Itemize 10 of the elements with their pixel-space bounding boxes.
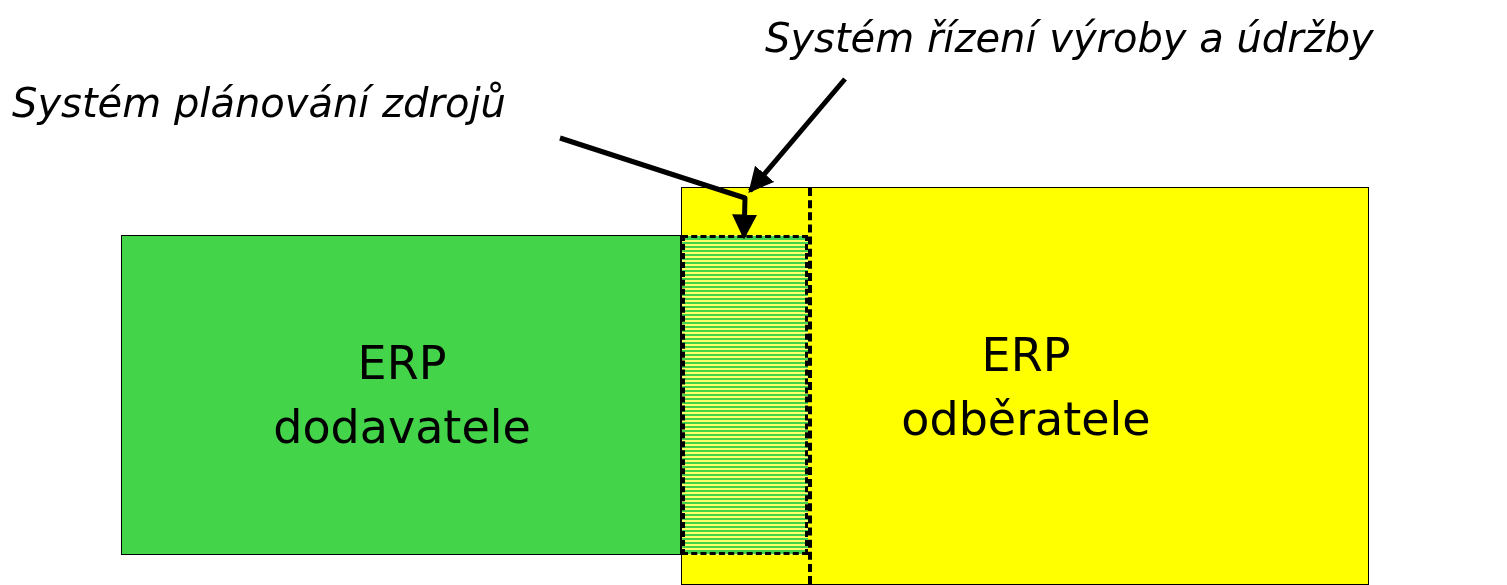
- system-box: [681, 187, 1369, 585]
- strip-region: [682, 188, 812, 584]
- arrow: [559, 135, 758, 240]
- callout-text: Systém řízení výroby a údržby: [765, 15, 1500, 67]
- box-label: ERP dodavatele: [272, 335, 532, 457]
- callout-text: Systém plánování zdrojů: [12, 80, 612, 132]
- overlap-region: [682, 235, 808, 555]
- arrow: [748, 77, 847, 193]
- system-box: [121, 235, 681, 555]
- box-label: ERP odběratele: [900, 327, 1152, 449]
